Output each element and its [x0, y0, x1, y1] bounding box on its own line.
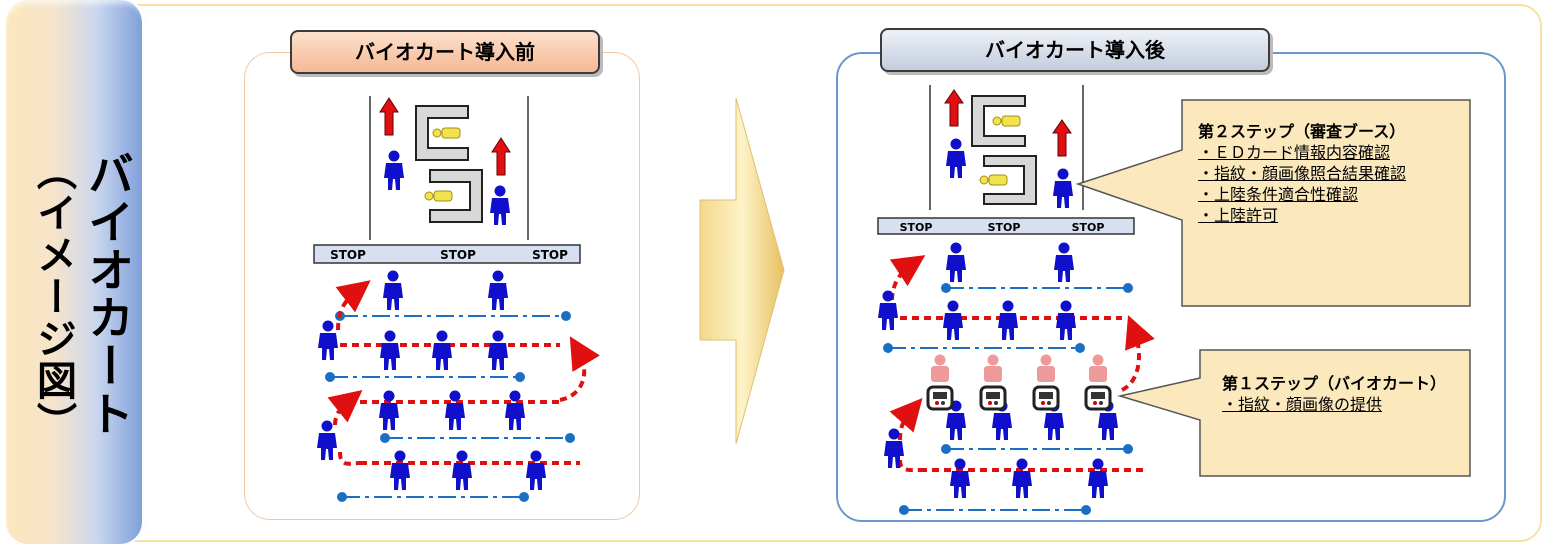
- side-tab: [6, 0, 146, 544]
- stop-label: STOP: [988, 221, 1021, 234]
- stop-label: STOP: [532, 248, 568, 262]
- transition-arrow: [699, 97, 785, 445]
- header-after: バイオカート導入後: [880, 28, 1270, 72]
- step1-title: 第１ステップ（バイオカート）: [1222, 374, 1447, 393]
- step2-item: ・指紋・顔画像照合結果確認: [1198, 164, 1407, 183]
- stop-label: STOP: [330, 248, 366, 262]
- step2-callout: 第２ステップ（審査ブース） ・ＥＤカード情報内容確認 ・指紋・顔画像照合結果確認…: [1198, 122, 1468, 226]
- after-booth: [929, 85, 1084, 210]
- stop-bar-before: [313, 244, 581, 264]
- step1-callout-box: [1117, 349, 1471, 477]
- stop-label: STOP: [440, 248, 476, 262]
- side-subtitle: （イメージ図）: [30, 150, 76, 444]
- step2-item: ・上陸条件適合性確認: [1198, 185, 1359, 204]
- stop-label: STOP: [900, 221, 933, 234]
- before-queue: [317, 270, 600, 502]
- header-before: バイオカート導入前: [290, 30, 600, 74]
- before-booth: [369, 96, 529, 240]
- person-icon: [384, 150, 404, 190]
- stop-bar-after: [877, 217, 1135, 235]
- step1-item: ・指紋・顔画像の提供: [1222, 395, 1383, 414]
- after-queue: [878, 242, 1155, 515]
- step2-item: ・上陸許可: [1198, 206, 1279, 225]
- person-icon: [490, 185, 510, 225]
- stop-label: STOP: [1072, 221, 1105, 234]
- step2-item: ・ＥＤカード情報内容確認: [1198, 143, 1391, 162]
- step2-title: 第２ステップ（審査ブース）: [1198, 122, 1406, 141]
- step1-callout: 第１ステップ（バイオカート） ・指紋・顔画像の提供: [1222, 374, 1447, 415]
- step2-callout-box: [1075, 99, 1471, 307]
- side-title: バイオカート: [81, 150, 135, 438]
